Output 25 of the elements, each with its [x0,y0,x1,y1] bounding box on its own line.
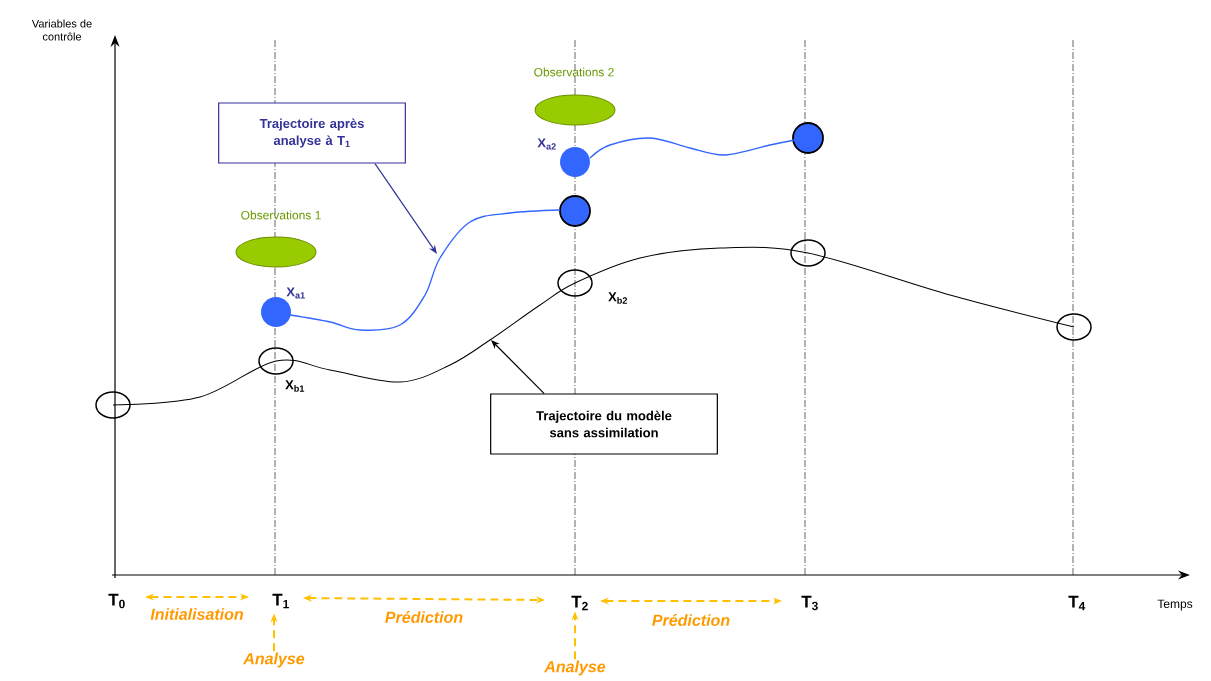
time-label: T$_{3}$ [801,595,818,611]
leader-line [491,340,545,394]
time-label: T$_{1}$ [272,593,289,609]
leader-line [374,163,437,254]
time-label: T$_{4}$ [1068,595,1086,611]
time-label: T$_{0}$ [108,593,125,609]
state-label: X$_{b1}$ [285,380,305,392]
state-label: X$_{a1}$ [286,287,305,299]
edge-label: Prédiction [652,614,730,626]
trajectory-curve [112,246,1075,406]
callout-box: Trajectoire après analyse à T$_{1}$ [218,102,406,164]
state-label: X$_{a2}$ [537,138,556,150]
edge-label: Prédiction [385,611,463,623]
analysis-label: Analyse [544,660,606,676]
time-label: T$_{2}$ [571,595,588,611]
axis-title: Variables de contrôle [31,19,92,41]
analysis-label: Analyse [243,652,305,668]
state-label: X$_{b2}$ [608,292,628,304]
edge-label: Initialisation [150,608,243,620]
observation-ellipse [534,94,616,126]
observation-label: Observations 2 [534,67,614,77]
callout-box: Trajectoire du modèle sans assimilation [490,393,718,455]
observation-label: Observations 1 [241,210,321,220]
observation-ellipse [235,236,317,268]
axis-label: Temps [1157,599,1193,611]
